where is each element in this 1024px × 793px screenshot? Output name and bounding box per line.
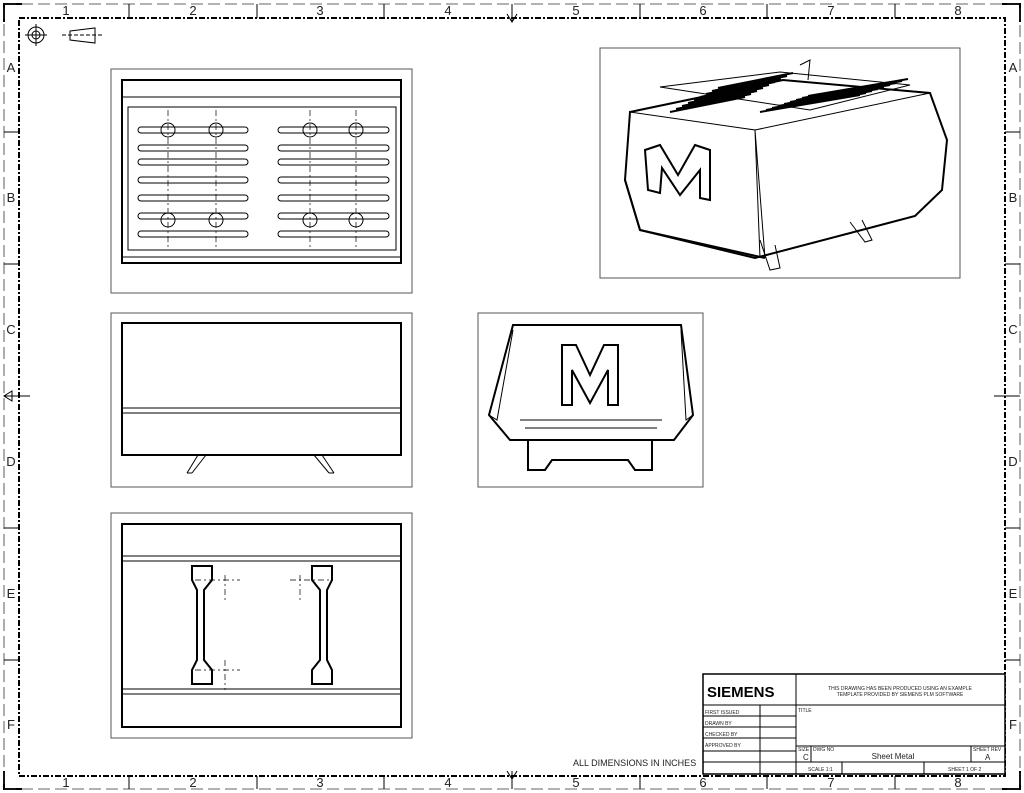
grate-slot <box>277 144 390 152</box>
zone-row-label: D <box>6 454 15 469</box>
zone-column-label: 5 <box>572 775 579 790</box>
zone-row-label: F <box>1009 717 1017 732</box>
sheet-rev-value: A <box>985 753 991 762</box>
zone-column-label: 7 <box>827 3 834 18</box>
grate-slot <box>693 84 770 101</box>
zone-row-label: E <box>1009 586 1018 601</box>
grate-slot <box>137 176 249 184</box>
zone-row-label: D <box>1008 454 1017 469</box>
zone-row-label: A <box>7 60 16 75</box>
grate-slot <box>681 90 758 107</box>
first-issued-label: FIRST ISSUED <box>705 710 740 716</box>
grate-slot <box>675 93 752 110</box>
logo-letter-m <box>561 344 619 406</box>
hole <box>348 122 364 138</box>
zone-column-label: 1 <box>62 775 69 790</box>
zone-column-label: 1 <box>62 3 69 18</box>
zone-column-label: 7 <box>827 775 834 790</box>
grate-slot <box>277 176 390 184</box>
sheet-number: SHEET 1 OF 2 <box>948 767 981 773</box>
side-view <box>477 312 704 488</box>
grate-slot <box>277 212 390 220</box>
zone-column-label: 5 <box>572 3 579 18</box>
size-label: SIZE <box>798 747 810 753</box>
checked-by-label: CHECKED BY <box>705 732 738 738</box>
zone-column-label: 2 <box>189 775 196 790</box>
grate-slot <box>137 194 249 202</box>
zone-column-label: 6 <box>699 775 706 790</box>
center-mark-top <box>506 4 518 23</box>
zone-column-label: 2 <box>189 3 196 18</box>
zone-row-label: B <box>7 190 16 205</box>
grate-slot <box>277 230 390 238</box>
grate-slot <box>277 194 390 202</box>
grate-slot <box>137 212 249 220</box>
grate-slot <box>687 87 764 104</box>
zone-column-label: 4 <box>444 3 451 18</box>
zone-row-label: A <box>1009 60 1018 75</box>
title-block: SIEMENS THIS DRAWING HAS BEEN PRODUCED U… <box>702 673 1006 775</box>
bottom-view <box>110 512 413 739</box>
dwg-no-value: Sheet Metal <box>872 752 915 761</box>
grate-slot <box>137 126 249 134</box>
notice-line-1: THIS DRAWING HAS BEEN PRODUCED USING AN … <box>828 686 972 692</box>
grate-slot <box>711 75 788 92</box>
logo-letter-m <box>643 143 711 202</box>
zone-row-label: E <box>7 586 16 601</box>
isometric-view <box>599 47 961 279</box>
drawn-by-label: DRAWN BY <box>705 721 732 727</box>
size-value: C <box>803 753 809 762</box>
grate-slot <box>277 126 390 134</box>
top-view <box>110 68 413 294</box>
grate-slot <box>699 81 776 98</box>
dimensions-note: ALL DIMENSIONS IN INCHES <box>573 758 696 768</box>
scale-value: SCALE 1:1 <box>808 767 833 773</box>
dwg-no-label: DWG NO <box>813 747 834 753</box>
grate-slot <box>137 158 249 166</box>
hole <box>160 122 176 138</box>
zone-column-label: 4 <box>444 775 451 790</box>
grate-slot <box>277 158 390 166</box>
hole <box>208 122 224 138</box>
grate-slot <box>669 96 746 113</box>
corner-mark <box>3 3 22 22</box>
grate-slot <box>705 78 782 95</box>
siemens-logo: SIEMENS <box>707 684 775 701</box>
zone-row-label: B <box>1009 190 1018 205</box>
hole <box>302 122 318 138</box>
notice-line-2: TEMPLATE PROVIDED BY SIEMENS PLM SOFTWAR… <box>837 692 964 698</box>
zone-column-label: 3 <box>316 775 323 790</box>
center-mark-bottom <box>506 770 518 789</box>
grate-slot <box>807 78 909 97</box>
grate-slot <box>137 144 249 152</box>
title-label: TITLE <box>798 708 812 714</box>
grate-slot <box>137 230 249 238</box>
zone-column-label: 8 <box>954 775 961 790</box>
projection-symbol-icon <box>25 24 104 46</box>
center-mark-left <box>3 390 30 402</box>
sheet-rev-label: SHEET REV <box>973 747 1002 753</box>
zone-column-label: 3 <box>316 3 323 18</box>
grate-slot <box>717 72 794 89</box>
approved-by-label: APPROVED BY <box>705 743 742 749</box>
zone-row-label: C <box>6 322 15 337</box>
front-view <box>110 312 413 488</box>
zone-row-label: C <box>1008 322 1017 337</box>
zone-row-label: F <box>7 717 15 732</box>
zone-dividers <box>4 4 1020 789</box>
zone-column-label: 8 <box>954 3 961 18</box>
zone-column-label: 6 <box>699 3 706 18</box>
